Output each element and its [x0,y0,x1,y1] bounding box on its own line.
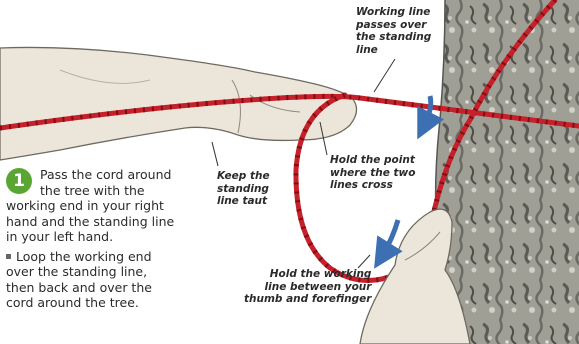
callout-line: Hold the working [244,268,371,281]
callout-line: passes over [356,19,431,32]
callout-line: line [356,44,431,57]
step-text-line: Pass the cord around [6,167,218,183]
bullet-line: then back and over the [6,280,218,296]
bullet-text: Loop the working end [16,249,152,264]
bullet-line: Loop the working end [6,249,218,265]
callout-line: line between your [244,281,371,294]
callout-line: Working line [356,6,431,19]
arrow-down-left [382,220,398,256]
callout-working-over-standing: Working line passes over the standing li… [356,6,431,56]
step-text-line: working end in your right [6,198,218,214]
step-text-line: hand and the standing line [6,214,218,230]
callout-line: where the two [330,167,415,180]
callout-keep-taut: Keep the standing line taut [217,170,270,208]
bullet-line: cord around the tree. [6,295,218,311]
arrow-down-right [424,96,431,126]
callout-line: the standing [356,31,431,44]
callout-line: Keep the [217,170,270,183]
callout-line: thumb and forefinger [244,293,371,306]
callout-line: standing [217,183,270,196]
callout-line: Hold the point [330,154,415,167]
callout-hold-working: Hold the working line between your thumb… [244,268,371,306]
bullet-line: over the standing line, [6,264,218,280]
step-text-line: the tree with the [6,183,218,199]
callout-hold-cross: Hold the point where the two lines cross [330,154,415,192]
callout-line: lines cross [330,179,415,192]
bullet-square-icon [6,254,11,259]
step-text-line: in your left hand. [6,229,218,245]
callout-line: line taut [217,195,270,208]
step-instructions: Pass the cord around the tree with the w… [6,167,218,311]
